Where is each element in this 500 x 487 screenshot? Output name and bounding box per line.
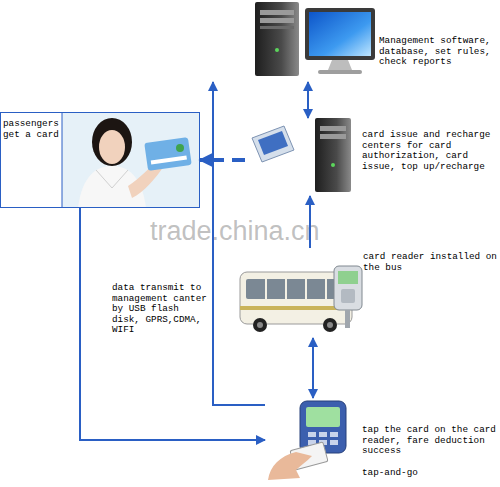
passenger-photo-part xyxy=(144,137,191,171)
bus-part xyxy=(305,279,307,299)
card-issuer-device xyxy=(252,126,294,162)
flow-arrow xyxy=(200,158,245,162)
process-box: Management software, database, set rules… xyxy=(200,0,500,82)
bus-card-reader-part xyxy=(341,289,355,303)
process-box: card issue and recharge centers for card… xyxy=(245,118,500,196)
hand-with-card xyxy=(268,442,328,480)
flow-arrow xyxy=(307,82,309,118)
passenger-photo-part xyxy=(92,118,132,166)
server-tower-part xyxy=(320,126,346,131)
node-text: Management software, database, set rules… xyxy=(379,36,500,68)
flow-arrow xyxy=(309,196,311,248)
bus-part xyxy=(327,322,333,328)
passenger-photo-part xyxy=(99,130,125,164)
bus-part xyxy=(253,318,267,332)
passenger-photo-part xyxy=(62,112,63,208)
flow-arrow xyxy=(213,82,265,405)
tap-card-reader-part xyxy=(308,432,316,437)
server-tower-part xyxy=(320,134,346,139)
node-text: card reader installed on the bus xyxy=(363,252,498,273)
passenger-photo-part xyxy=(176,144,184,152)
monitor-part xyxy=(305,8,375,60)
passenger-photo-part xyxy=(151,155,187,164)
passenger-photo-part xyxy=(96,170,128,188)
server-tower-part xyxy=(275,48,279,52)
edge-label: data transmit to management canter by US… xyxy=(112,283,208,336)
passenger-photo-part xyxy=(62,112,200,208)
bus-card-reader-part xyxy=(334,266,362,310)
monitor-part xyxy=(309,12,371,56)
card-issuer-device-part xyxy=(252,126,294,162)
server-tower-part xyxy=(260,10,294,15)
bus-card-reader-part xyxy=(338,271,358,284)
card-issuer-device-part xyxy=(258,131,288,155)
server-tower-part xyxy=(331,163,335,167)
node-text: card issue and recharge centers for card… xyxy=(362,130,499,172)
process-box: card reader installed on the bus xyxy=(235,248,500,338)
server-tower-part xyxy=(315,118,351,192)
server-tower-part xyxy=(260,18,294,23)
flow-arrow xyxy=(80,208,265,440)
bus-card-reader-part xyxy=(345,310,350,328)
server-tower-part xyxy=(255,2,299,76)
watermark: trade.china.cn xyxy=(150,216,320,247)
process-box: passengers get a card xyxy=(0,112,200,208)
server-tower xyxy=(315,118,351,192)
monitor-part xyxy=(328,60,352,70)
monitor xyxy=(305,8,375,74)
bus-part xyxy=(323,318,337,332)
bus-part xyxy=(265,279,267,299)
bus-part xyxy=(257,322,263,328)
tap-card-reader-part xyxy=(330,440,338,445)
tap-card-reader-part xyxy=(330,432,338,437)
tap-card-reader-part xyxy=(306,407,340,427)
monitor-part xyxy=(318,70,362,74)
node-text: passengers get a card xyxy=(3,119,63,140)
server-tower-part xyxy=(260,26,294,29)
bus-part xyxy=(325,279,327,299)
bus-part xyxy=(285,279,287,299)
tap-card-reader-part xyxy=(319,432,327,437)
bus-card-reader xyxy=(334,266,362,328)
hand-with-card-part xyxy=(268,452,312,480)
passenger-photo xyxy=(62,112,200,208)
node-text: tap-and-go xyxy=(362,468,498,479)
server-tower xyxy=(255,2,299,76)
node-text: tap the card on the card reader, fare de… xyxy=(362,425,498,457)
flow-arrow xyxy=(312,338,314,398)
process-box: tap the card on the card reader, fare de… xyxy=(265,398,500,485)
bus-part xyxy=(246,279,346,299)
